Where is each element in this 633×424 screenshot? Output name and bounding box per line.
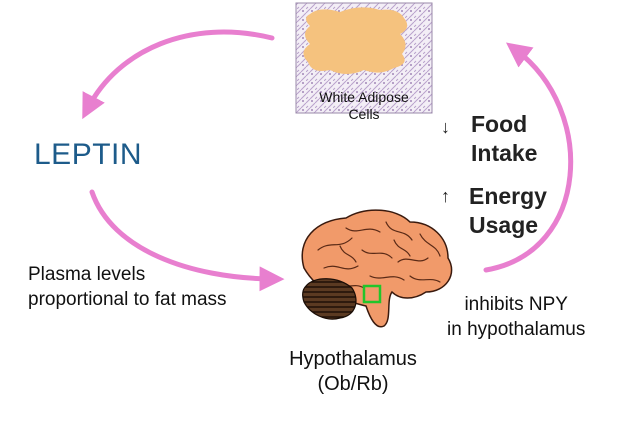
cerebellum bbox=[303, 279, 356, 319]
decrease-arrow-icon: ↓ bbox=[441, 117, 450, 138]
brain-illustration bbox=[302, 210, 451, 327]
inhibits-npy-label: inhibits NPY in hypothalamus bbox=[447, 292, 585, 342]
adipose-label-line1: White Adipose bbox=[300, 89, 428, 106]
adipose-cells-label: White Adipose Cells bbox=[300, 89, 428, 123]
plasma-levels-label: Plasma levels proportional to fat mass bbox=[28, 262, 227, 312]
adipose-label-line2: Cells bbox=[300, 106, 428, 123]
food-label-line1: Food bbox=[471, 110, 537, 139]
leptin-label: LEPTIN bbox=[34, 138, 142, 172]
energy-label-line1: Energy bbox=[469, 182, 547, 211]
npy-label-line1: inhibits NPY bbox=[447, 292, 585, 317]
energy-usage-label: Energy Usage bbox=[469, 182, 547, 240]
food-label-line2: Intake bbox=[471, 139, 537, 168]
npy-label-line2: in hypothalamus bbox=[447, 317, 585, 342]
hypothalamus-label: Hypothalamus (Ob/Rb) bbox=[283, 347, 423, 397]
food-intake-label: Food Intake bbox=[471, 110, 537, 168]
energy-label-line2: Usage bbox=[469, 211, 547, 240]
increase-arrow-icon: ↑ bbox=[441, 186, 450, 207]
plasma-label-line2: proportional to fat mass bbox=[28, 287, 227, 312]
adipose-cell-blob bbox=[303, 7, 407, 74]
hypothalamus-label-line2: (Ob/Rb) bbox=[283, 372, 423, 397]
arrow-adipose-to-leptin bbox=[88, 32, 272, 108]
plasma-label-line1: Plasma levels bbox=[28, 262, 227, 287]
hypothalamus-label-line1: Hypothalamus bbox=[283, 347, 423, 372]
